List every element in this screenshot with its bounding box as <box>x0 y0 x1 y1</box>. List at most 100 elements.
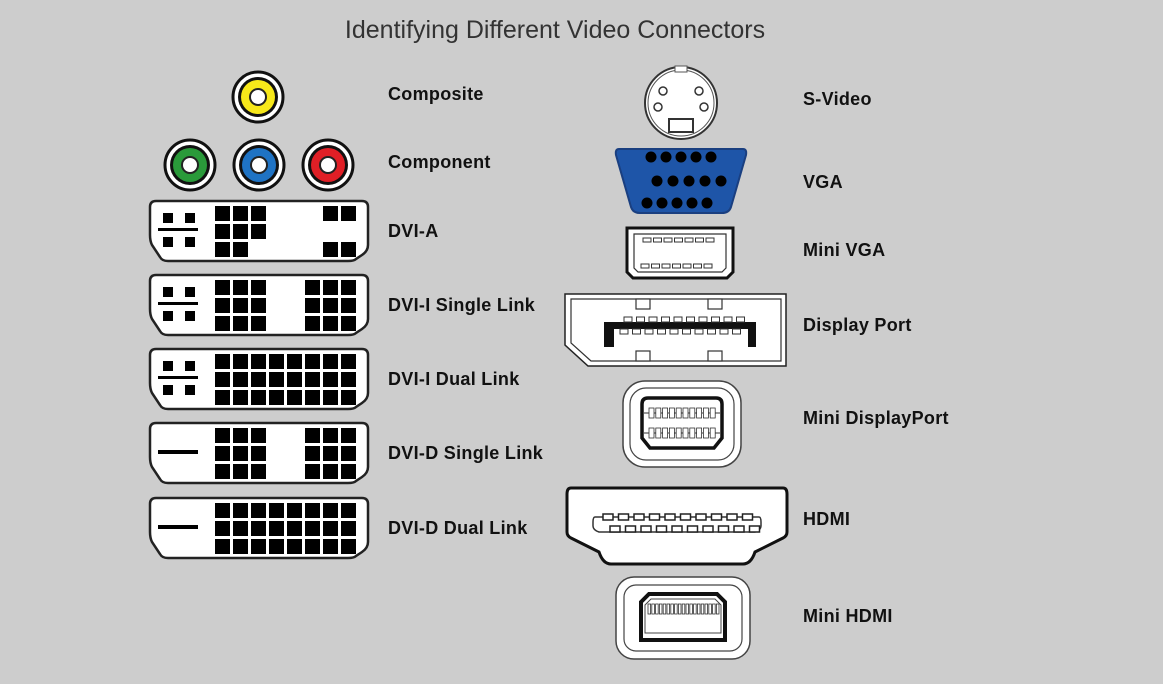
dvi-pin <box>341 206 356 221</box>
dvi-pin <box>287 521 302 536</box>
dvi-pin <box>323 464 338 479</box>
vga-pin <box>690 151 702 163</box>
dvi-pin <box>323 428 338 443</box>
dvi-d-single-icon <box>148 421 370 485</box>
dvi-pin <box>269 372 284 387</box>
dvi-pin <box>269 354 284 369</box>
dvi-pin <box>233 521 248 536</box>
dvi-d-dual-icon <box>148 496 370 560</box>
dvi-pin <box>323 316 338 331</box>
dvi-pin <box>323 298 338 313</box>
dvi-pin <box>287 390 302 405</box>
vga-pin <box>699 175 711 187</box>
dvi-pin <box>305 539 320 554</box>
dvi-pin <box>323 390 338 405</box>
dvi-pin <box>341 503 356 518</box>
dvi-pin <box>287 539 302 554</box>
dvi-pin <box>215 354 230 369</box>
label-dvi-i-dual: DVI-I Dual Link <box>388 369 520 389</box>
dvi-pin <box>269 539 284 554</box>
dvi-pin <box>215 316 230 331</box>
vga-pin <box>686 197 698 209</box>
rca-yellow-icon <box>231 70 285 124</box>
dvi-pin <box>341 242 356 257</box>
dvi-pin <box>233 539 248 554</box>
dvi-pin <box>323 521 338 536</box>
dvi-pin <box>215 390 230 405</box>
dvi-pin <box>251 298 266 313</box>
dvi-pin <box>251 390 266 405</box>
dvi-pin <box>341 464 356 479</box>
dvi-pin <box>305 521 320 536</box>
dvi-pin <box>215 280 230 295</box>
dvi-pin <box>251 224 266 239</box>
vga-pin <box>671 197 683 209</box>
dvi-pin <box>323 503 338 518</box>
dvi-pin <box>215 224 230 239</box>
dvi-pin <box>215 372 230 387</box>
dvi-pin <box>215 521 230 536</box>
rca-rgb-icon <box>163 138 357 192</box>
dvi-pin <box>323 372 338 387</box>
label-vga: VGA <box>803 172 843 192</box>
label-mini-hdmi: Mini HDMI <box>803 606 893 626</box>
label-composite: Composite <box>388 84 484 104</box>
dvi-pin <box>305 428 320 443</box>
label-component: Component <box>388 152 491 172</box>
dvi-pin <box>251 503 266 518</box>
vga-pin <box>651 175 663 187</box>
dvi-pin <box>341 521 356 536</box>
label-dvi-i-single: DVI-I Single Link <box>388 295 536 315</box>
dvi-pin <box>305 280 320 295</box>
dvi-pin <box>305 390 320 405</box>
dvi-pin <box>251 372 266 387</box>
dvi-pin <box>341 446 356 461</box>
dvi-pin <box>323 280 338 295</box>
dvi-pin <box>269 390 284 405</box>
dvi-pin <box>251 446 266 461</box>
dvi-pin <box>305 372 320 387</box>
dvi-pin <box>341 390 356 405</box>
dvi-pin <box>233 354 248 369</box>
dvi-pin <box>215 446 230 461</box>
dvi-pin <box>251 280 266 295</box>
dvi-pin <box>323 446 338 461</box>
dvi-pin <box>305 446 320 461</box>
vga-pin <box>705 151 717 163</box>
label-mini-vga: Mini VGA <box>803 240 886 260</box>
dvi-pin <box>215 503 230 518</box>
vga-pin <box>675 151 687 163</box>
dvi-pin <box>215 242 230 257</box>
dvi-i-dual-icon <box>148 347 370 411</box>
dvi-pin <box>341 298 356 313</box>
label-displayport: Display Port <box>803 315 912 335</box>
label-mini-displayport: Mini DisplayPort <box>803 408 949 428</box>
dvi-pin <box>215 539 230 554</box>
vga-pin <box>641 197 653 209</box>
dvi-pin <box>341 428 356 443</box>
dvi-pin <box>287 372 302 387</box>
vga-pin <box>645 151 657 163</box>
dvi-pin <box>341 372 356 387</box>
dvi-pin <box>323 242 338 257</box>
dvi-pin <box>233 372 248 387</box>
vga-pin <box>683 175 695 187</box>
dvi-pin <box>233 242 248 257</box>
dvi-pin <box>251 521 266 536</box>
dvi-pin <box>287 354 302 369</box>
dvi-pin <box>287 503 302 518</box>
dvi-pin <box>323 539 338 554</box>
dvi-pin <box>305 464 320 479</box>
vga-pin <box>715 175 727 187</box>
mini-displayport-icon <box>622 380 742 468</box>
dvi-pin <box>305 316 320 331</box>
label-dvi-d-single: DVI-D Single Link <box>388 443 544 463</box>
mini-vga-icon <box>625 226 735 280</box>
dvi-pin <box>269 503 284 518</box>
dvi-pin <box>341 280 356 295</box>
mini-hdmi-icon <box>615 576 751 660</box>
dvi-pin <box>323 206 338 221</box>
vga-icon <box>613 145 749 215</box>
dvi-pin <box>233 446 248 461</box>
dvi-pin <box>305 503 320 518</box>
